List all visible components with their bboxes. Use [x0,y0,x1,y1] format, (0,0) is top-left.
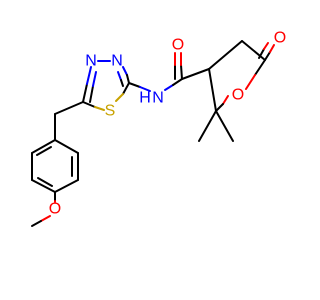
bond [245,74,256,90]
bond [264,51,271,61]
atom-s-thiadiazole: S [105,103,116,120]
bond [208,40,243,70]
bond [115,93,124,102]
bond [36,146,52,156]
bond [241,40,266,61]
bond [122,66,128,76]
bond [94,106,105,111]
atom-n-thiadiazole-2: N [111,53,123,70]
bond [198,110,217,142]
bond [215,103,224,112]
atom-n-thiadiazole-1: N [85,53,97,70]
bond [117,71,122,81]
atom-o-carbonyl-lactone: O [274,30,286,47]
bond [258,48,265,59]
bond [86,66,92,85]
bond [31,139,56,154]
bond [180,64,183,80]
lactone-ring [198,40,275,142]
molecule-structure: O N H O O N N S O [31,30,286,227]
bond [164,84,174,91]
bond [122,82,130,95]
bond [92,71,97,87]
bond [82,83,88,103]
bond [89,85,94,103]
bond [263,42,269,50]
bond [82,101,96,108]
bond [37,177,53,187]
bond [126,74,130,84]
bond [269,44,275,53]
bond [254,59,266,76]
methoxyphenyl-group [31,101,84,227]
atom-o-ring-lactone: O [232,87,244,104]
bond [120,79,124,87]
atom-o-methoxy: O [49,201,61,218]
atom-n-amide: N [152,90,164,107]
bond [215,110,234,142]
bond [181,68,210,80]
atom-o-carbonyl-amide: O [172,37,184,54]
bond [208,68,217,112]
bond [222,95,229,105]
bond [31,179,56,193]
bond [128,82,141,88]
bond [54,139,79,154]
bond [54,101,84,115]
atom-h-amide: H [139,90,151,107]
bond [31,220,42,227]
bond [54,179,79,193]
thiadiazole-ring [82,60,130,111]
bond [139,86,151,92]
amide-group [128,52,210,92]
bond [172,78,183,86]
bond [40,215,51,222]
